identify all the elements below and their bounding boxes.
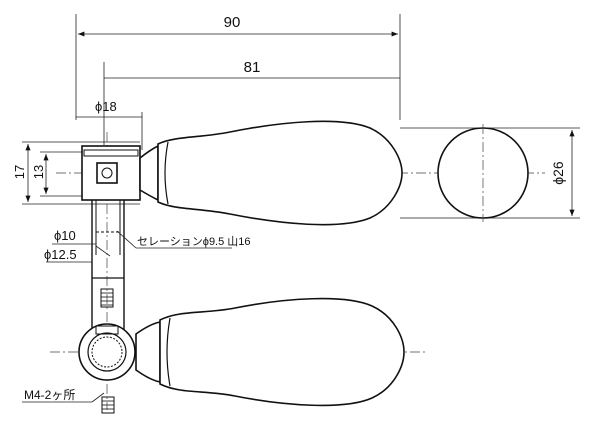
dimension-grip-length: 81 xyxy=(103,59,400,145)
dimension-90-label: 90 xyxy=(224,14,241,31)
dimension-81-label: 81 xyxy=(244,59,261,76)
serration-note: セレーションϕ9.5 山16 xyxy=(137,235,251,248)
dimension-13-label: 13 xyxy=(31,165,46,179)
dimension-heights: 17 13 xyxy=(12,141,140,205)
top-grip-neck xyxy=(164,141,169,205)
dimension-overall-length: 90 xyxy=(75,14,401,120)
top-hub xyxy=(81,145,141,201)
bottom-grip xyxy=(159,297,405,407)
bottom-hub xyxy=(78,323,136,381)
top-grip xyxy=(157,120,403,226)
bottom-grip-neck xyxy=(166,317,171,387)
screw-leader: M4-2ヶ所 xyxy=(22,388,105,403)
shaft xyxy=(91,200,125,337)
dimension-17-label: 17 xyxy=(12,165,27,179)
dimension-shaft: ϕ10 ϕ12.5 xyxy=(44,228,111,263)
bottom-collar xyxy=(135,321,161,383)
dimension-hub-diameter: ϕ18 xyxy=(76,99,143,150)
dimension-phi18-label: ϕ18 xyxy=(95,99,117,114)
top-collar xyxy=(139,144,159,202)
lower-set-screw xyxy=(101,396,115,414)
upper-set-screw xyxy=(100,288,114,308)
serration-leader: セレーションϕ9.5 山16 xyxy=(116,230,251,249)
dimension-phi26-label: ϕ26 xyxy=(550,161,566,185)
screw-note: M4-2ヶ所 xyxy=(24,388,75,402)
dimension-phi10-label: ϕ10 xyxy=(54,228,76,243)
dimension-phi12-5-label: ϕ12.5 xyxy=(44,247,77,262)
end-view-ball xyxy=(437,124,529,222)
